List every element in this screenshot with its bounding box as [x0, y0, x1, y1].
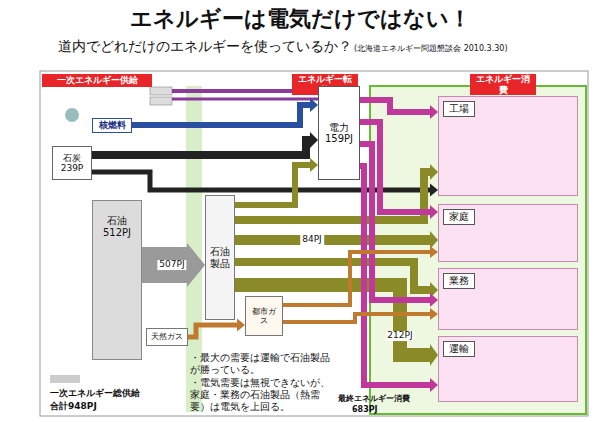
source-box: [150, 87, 172, 95]
node-text: 業務: [443, 273, 475, 289]
label-text: 最終エネルギー消費: [338, 394, 410, 404]
node-text: 運輸: [443, 341, 475, 357]
conversion-box: 電力159PJ: [318, 86, 360, 180]
gas-icon: [50, 375, 80, 383]
node-text: 512PJ: [103, 227, 131, 239]
section-header: エネルギー消費: [470, 74, 536, 95]
note-text: ・電気需要は無視できないが、家庭・業務の石油製品（熱需要）は電気を上回る。: [190, 377, 332, 413]
flow-line: [235, 285, 430, 355]
tanker-icon: [65, 108, 79, 122]
flow-arrow: [132, 98, 318, 125]
arrow-head: [430, 105, 438, 119]
arrow-head: [430, 293, 438, 307]
node-text: 石炭: [63, 153, 81, 163]
node-text: 石油: [107, 215, 127, 227]
source-box: 核燃料: [92, 118, 132, 133]
arrow-head: [310, 158, 318, 172]
sector-box: 運輸: [438, 336, 578, 402]
label-text: 683PJ: [352, 405, 378, 415]
flow-line: [283, 314, 430, 322]
node-text: 電力: [329, 122, 349, 134]
frame: [40, 71, 588, 416]
title-text: エネルギーは電気だけではない！: [0, 4, 600, 34]
flow-arrow: [360, 144, 438, 307]
arrow-head: [310, 132, 318, 148]
renewable-flow: [172, 98, 318, 101]
sector-box: 業務: [438, 268, 578, 330]
node-text: 都市ガス: [249, 307, 279, 325]
flow-line: [188, 325, 237, 337]
arrow-head: [310, 98, 318, 112]
arrow-head: [187, 243, 205, 287]
flow-arrow: [235, 231, 438, 249]
label-text: 道内でどれだけのエネルギーを使っているか？: [58, 38, 352, 55]
node-text: 天然ガス: [151, 332, 183, 341]
flow-line: [235, 235, 430, 245]
note-text: ・最大の需要は運輸で石油製品が勝っている。: [190, 352, 332, 376]
flow-arrow: [360, 100, 438, 119]
arrow-head: [430, 231, 438, 249]
arrow-head: [430, 184, 438, 197]
source-box: 石油512PJ: [92, 200, 142, 360]
arrow-head: [430, 344, 438, 366]
flow-label: 84PJ: [300, 235, 324, 245]
arrow-head: [430, 164, 438, 180]
flow-line: [360, 166, 430, 385]
flow-line: [132, 105, 310, 125]
node-text: 工場: [443, 101, 475, 117]
node-text: エネルギー消費: [473, 74, 533, 95]
node-text: 石油製品: [209, 246, 231, 269]
node-text: 核燃料: [99, 120, 126, 130]
node-text: 家庭: [443, 209, 475, 225]
flow-arrow: [235, 158, 318, 205]
node-text: 159PJ: [325, 133, 353, 145]
arrow-head: [430, 308, 438, 320]
node-text: 239P: [61, 163, 84, 173]
flow-arrow: [283, 246, 438, 305]
flow-arrow: [142, 243, 205, 287]
section-header: 一次エネルギー供給: [42, 74, 152, 87]
flow-label: 212PJ: [385, 331, 414, 341]
label-text: 合計948PJ: [50, 401, 97, 412]
node-text: 一次エネルギー供給: [57, 75, 138, 85]
arrow-head: [237, 319, 245, 332]
flow-arrow: [188, 319, 245, 338]
source-box: 天然ガス: [146, 328, 188, 346]
flow-line: [360, 100, 430, 112]
arrow-head: [430, 246, 438, 258]
label-text: (北海道エネルギー問題懇談会 2010.3.30): [354, 44, 508, 54]
arrow-head: [430, 378, 438, 392]
flow-arrow: [92, 132, 318, 155]
sector-box: 工場: [438, 96, 578, 196]
flow-line: [142, 247, 187, 283]
flow-arrow: [92, 172, 438, 197]
flow-arrow: [283, 308, 438, 322]
flow-label: 507PJ: [157, 260, 186, 270]
flow-line: [283, 252, 430, 305]
flow-line: [235, 165, 310, 205]
conversion-box: 石油製品: [205, 195, 235, 320]
flow-line: [92, 140, 310, 155]
label-text: 一次エネルギー総供給: [50, 388, 140, 399]
flow-line: [360, 144, 430, 300]
sector-box: 家庭: [438, 204, 578, 262]
conversion-box: 都市ガス: [245, 296, 283, 336]
source-box: [150, 97, 172, 105]
arrow-head: [430, 205, 438, 219]
source-box: 石炭239P: [52, 146, 92, 180]
flow-arrow: [360, 166, 438, 392]
